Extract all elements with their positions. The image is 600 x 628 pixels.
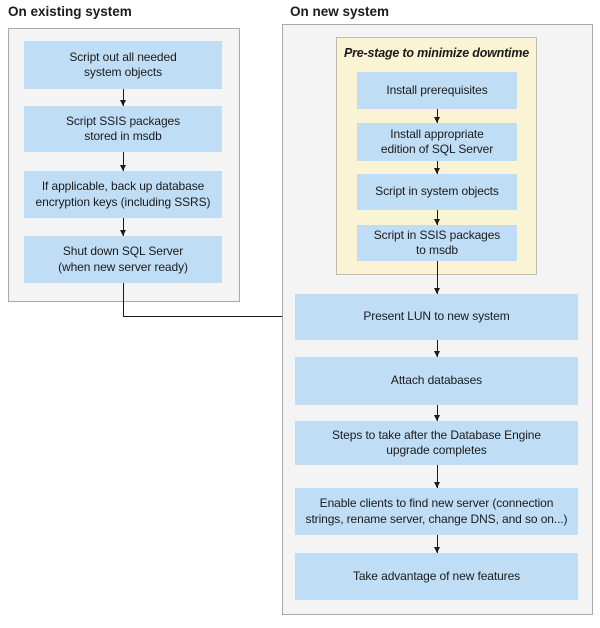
step-script-out-system-objects: Script out all needed system objects	[24, 41, 222, 89]
step-enable-clients: Enable clients to find new server (conne…	[295, 488, 578, 535]
step-backup-encryption-keys: If applicable, back up database encrypti…	[24, 171, 222, 218]
elbow-connector-vertical	[123, 283, 124, 316]
prestage-title: Pre-stage to minimize downtime	[343, 46, 529, 60]
arrow-down-icon	[120, 89, 126, 106]
step-attach-databases: Attach databases	[295, 357, 578, 405]
arrow-down-icon	[120, 218, 126, 236]
arrow-down-icon	[434, 535, 440, 553]
existing-system-header: On existing system	[8, 4, 132, 19]
arrow-down-icon	[434, 261, 440, 294]
arrow-down-icon	[120, 152, 126, 171]
arrow-down-icon	[434, 109, 440, 123]
step-install-prerequisites: Install prerequisites	[357, 72, 517, 109]
arrow-down-icon	[434, 465, 440, 488]
elbow-connector-arrow-right-icon	[123, 313, 294, 319]
arrow-down-icon	[434, 340, 440, 357]
step-script-ssis-packages: Script SSIS packages stored in msdb	[24, 106, 222, 152]
arrow-down-icon	[434, 161, 440, 174]
step-present-lun: Present LUN to new system	[295, 294, 578, 340]
arrow-down-icon	[434, 210, 440, 225]
step-install-sql-edition: Install appropriate edition of SQL Serve…	[357, 123, 517, 161]
step-post-upgrade-steps: Steps to take after the Database Engine …	[295, 421, 578, 465]
new-system-header: On new system	[290, 4, 390, 19]
step-script-in-ssis-packages: Script in SSIS packages to msdb	[357, 225, 517, 261]
step-take-advantage-new-features: Take advantage of new features	[295, 553, 578, 600]
step-script-in-system-objects: Script in system objects	[357, 174, 517, 210]
step-shut-down-sql-server: Shut down SQL Server (when new server re…	[24, 236, 222, 283]
arrow-down-icon	[434, 405, 440, 421]
